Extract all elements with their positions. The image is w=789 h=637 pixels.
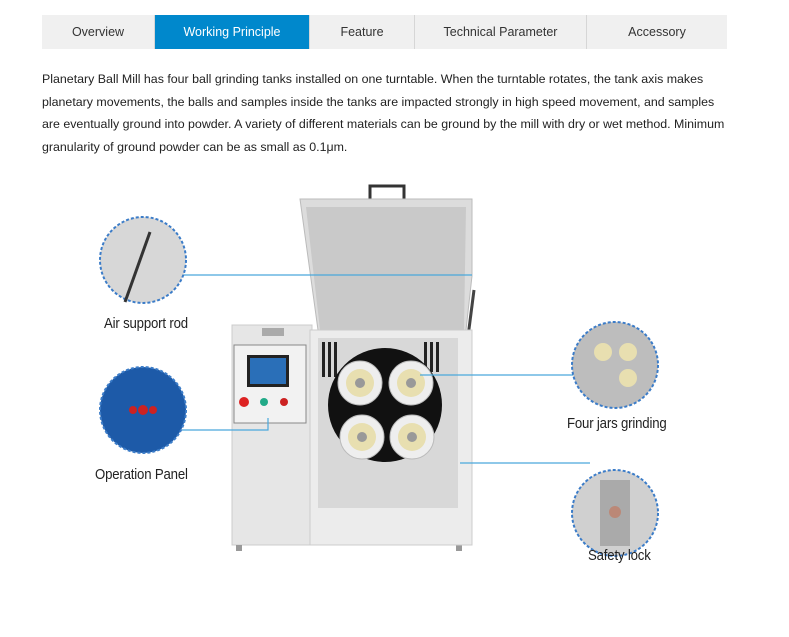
- air-rod-detail: [99, 216, 187, 304]
- jars-detail: [571, 321, 659, 409]
- tab-feature[interactable]: Feature: [310, 15, 415, 49]
- callout-four-jars: Four jars grinding: [567, 415, 667, 432]
- tab-overview[interactable]: Overview: [42, 15, 155, 49]
- description-text: Planetary Ball Mill has four ball grindi…: [42, 72, 725, 155]
- tab-working-principle[interactable]: Working Principle: [155, 15, 310, 49]
- callout-safety-lock: Safety lock: [588, 547, 651, 564]
- callout-air-support-rod: Air support rod: [104, 315, 188, 332]
- tab-technical-parameter[interactable]: Technical Parameter: [415, 15, 587, 49]
- tab-bar: Overview Working Principle Feature Techn…: [42, 15, 727, 49]
- callout-operation-panel: Operation Panel: [95, 466, 188, 483]
- tab-accessory[interactable]: Accessory: [628, 25, 686, 39]
